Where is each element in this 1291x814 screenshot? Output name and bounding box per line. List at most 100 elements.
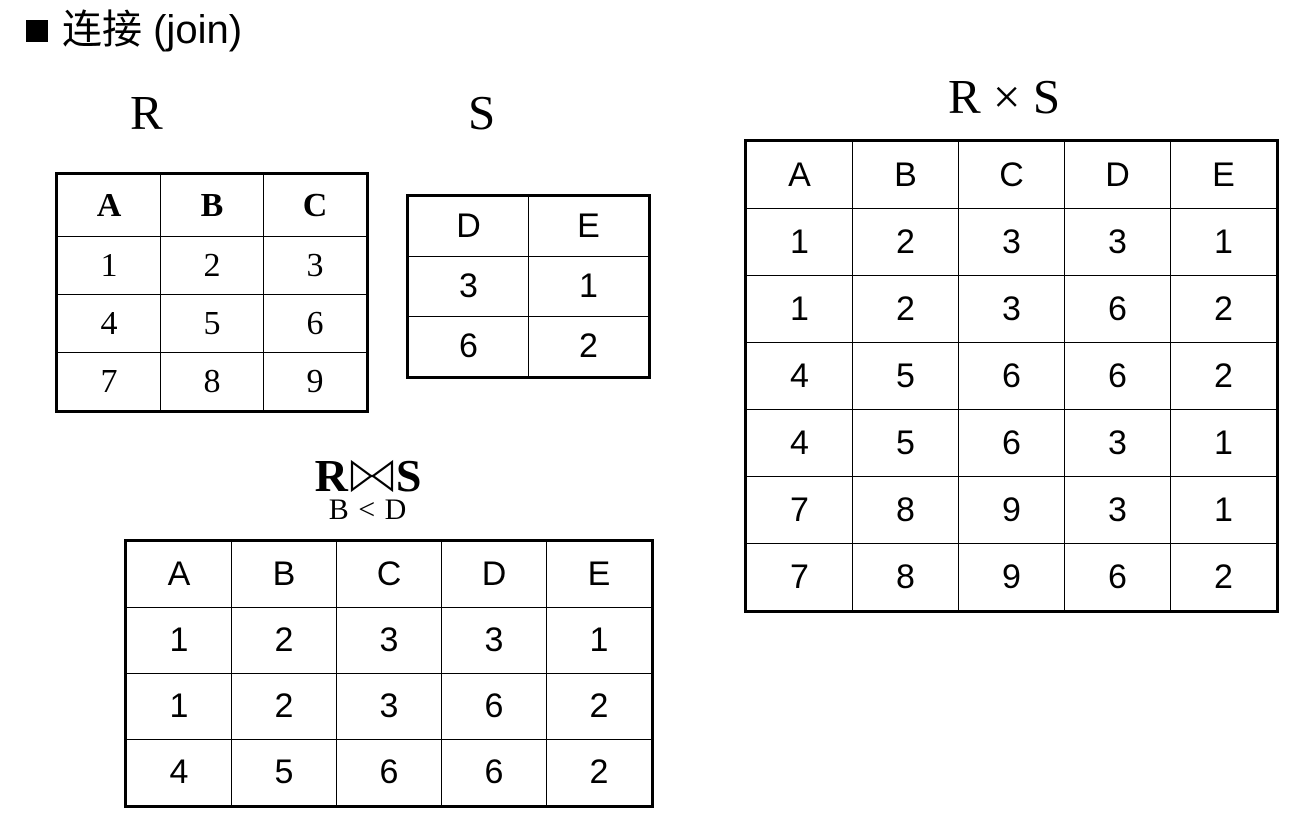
- table-cell: 4: [125, 739, 232, 807]
- column-header-e: E: [528, 195, 650, 257]
- table-cell: 1: [125, 673, 232, 740]
- table-cell: 8: [160, 352, 264, 412]
- table-cell: 6: [958, 342, 1065, 410]
- table-cell: 3: [407, 256, 529, 317]
- column-header-e: E: [546, 540, 653, 608]
- table-cell: 4: [745, 409, 853, 477]
- table-cell: 7: [745, 543, 853, 612]
- join-left-operand: R: [314, 450, 348, 501]
- column-header-a: A: [745, 140, 853, 209]
- table-cell: 1: [528, 256, 650, 317]
- table-cell: 2: [1170, 275, 1278, 343]
- table-caption-r: R: [130, 85, 163, 140]
- join-right-operand: S: [395, 450, 422, 501]
- table-caption-join: R S B < D: [298, 452, 438, 525]
- column-header-b: B: [852, 140, 959, 209]
- join-expression: R S: [298, 452, 438, 500]
- table-caption-s: S: [468, 85, 496, 140]
- table-cell: 1: [745, 208, 853, 276]
- table-cell: 5: [231, 739, 337, 807]
- table-cell: 2: [546, 739, 653, 807]
- table-cell: 5: [852, 409, 959, 477]
- table-cell: 3: [958, 208, 1065, 276]
- table-cell: 1: [1170, 476, 1278, 544]
- table-cell: 3: [263, 236, 368, 295]
- bowtie-join-icon: [348, 456, 396, 496]
- page-title-text: 连接 (join): [62, 8, 243, 52]
- column-header-d: D: [407, 195, 529, 257]
- table-cell: 2: [528, 316, 650, 378]
- column-header-c: C: [263, 173, 368, 237]
- table-cell: 3: [336, 673, 442, 740]
- table-cell: 7: [745, 476, 853, 544]
- table-cell: 1: [546, 607, 653, 674]
- column-header-a: A: [125, 540, 232, 608]
- table-cell: 9: [958, 476, 1065, 544]
- table-cell: 4: [745, 342, 853, 410]
- table-cell: 6: [336, 739, 442, 807]
- table-cell: 6: [1064, 275, 1171, 343]
- table-cell: 2: [231, 673, 337, 740]
- table-cell: 2: [1170, 543, 1278, 612]
- table-cell: 1: [56, 236, 161, 295]
- page-title: 连接 (join): [26, 8, 242, 52]
- column-header-b: B: [231, 540, 337, 608]
- join-condition: B < D: [328, 493, 408, 526]
- table-cell: 2: [852, 208, 959, 276]
- table-cell: 8: [852, 543, 959, 612]
- table-cell: 8: [852, 476, 959, 544]
- table-cell: 6: [407, 316, 529, 378]
- table-caption-r-cross-s: R × S: [948, 69, 1061, 124]
- table-cell: 2: [231, 607, 337, 674]
- table-cell: 3: [1064, 476, 1171, 544]
- table-cell: 2: [1170, 342, 1278, 410]
- table-cell: 5: [160, 294, 264, 353]
- table-cell: 6: [1064, 342, 1171, 410]
- filled-square-bullet-icon: [26, 20, 48, 42]
- table-cell: 9: [263, 352, 368, 412]
- column-header-a: A: [56, 173, 161, 237]
- table-cell: 6: [441, 739, 547, 807]
- table-cell: 3: [441, 607, 547, 674]
- table-cell: 1: [1170, 208, 1278, 276]
- column-header-c: C: [336, 540, 442, 608]
- table-cell: 3: [1064, 208, 1171, 276]
- table-cell: 4: [56, 294, 161, 353]
- table-cell: 3: [1064, 409, 1171, 477]
- table-cell: 3: [336, 607, 442, 674]
- table-cell: 5: [852, 342, 959, 410]
- table-cell: 6: [441, 673, 547, 740]
- table-cell: 6: [1064, 543, 1171, 612]
- column-header-e: E: [1170, 140, 1278, 209]
- table-cell: 2: [160, 236, 264, 295]
- table-cell: 9: [958, 543, 1065, 612]
- column-header-d: D: [1064, 140, 1171, 209]
- table-cell: 1: [1170, 409, 1278, 477]
- table-cell: 2: [852, 275, 959, 343]
- column-header-d: D: [441, 540, 547, 608]
